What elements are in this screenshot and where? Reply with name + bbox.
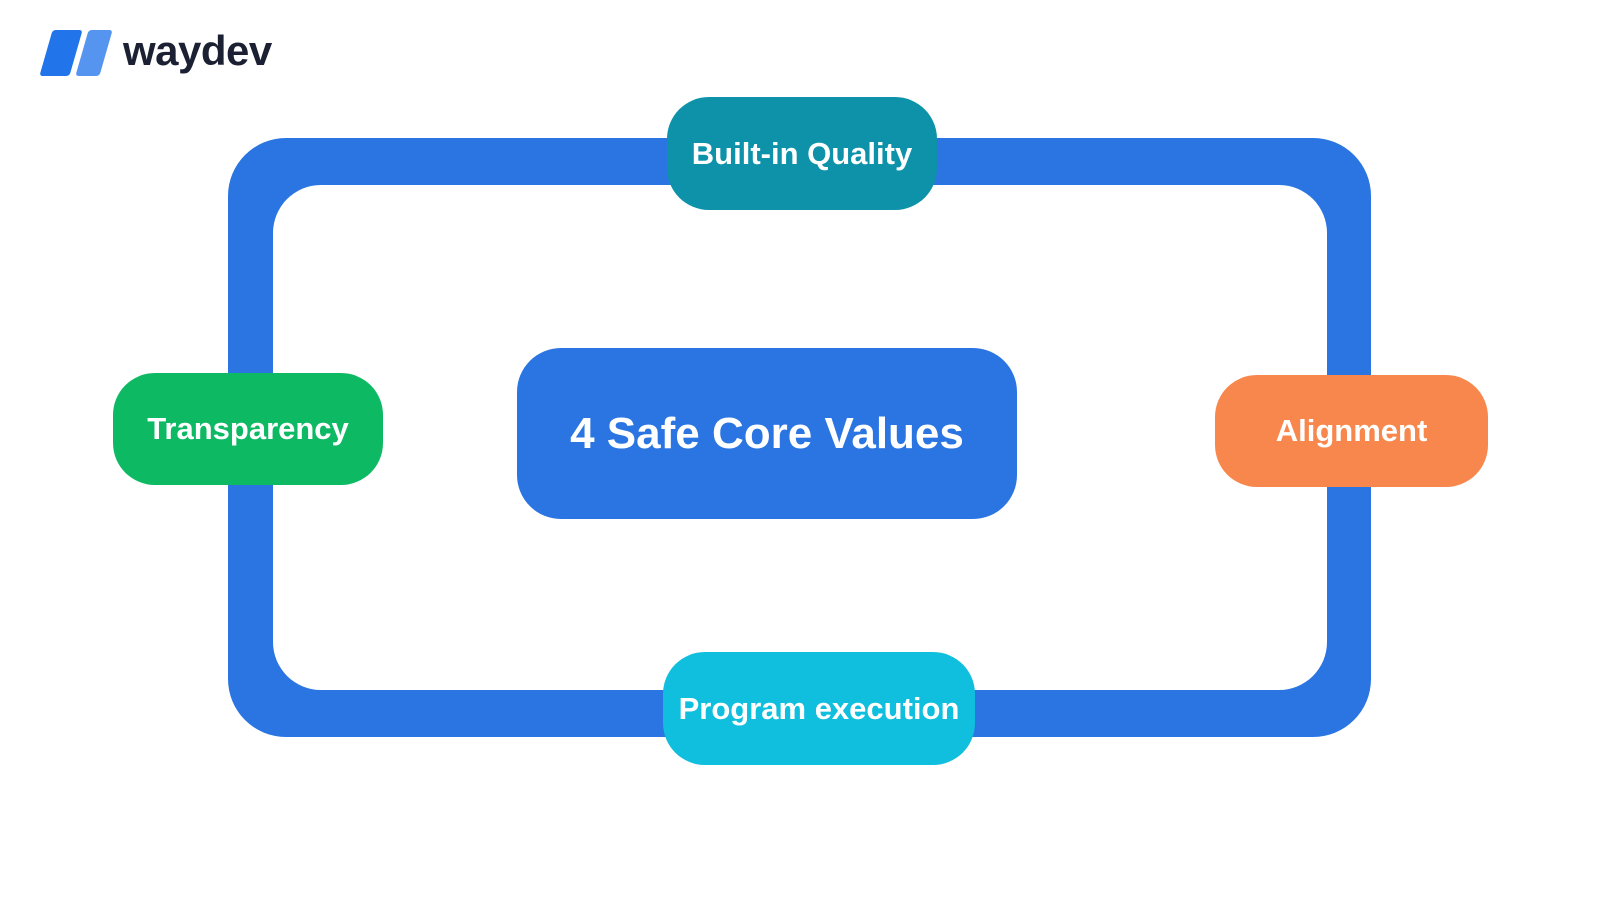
node-4-safe-core-values: 4 Safe Core Values: [517, 348, 1017, 519]
waydev-logo-icon: [36, 30, 113, 76]
node-transparency: Transparency: [113, 373, 383, 485]
waydev-logo: waydev: [36, 30, 272, 76]
node-built-in-quality-label: Built-in Quality: [691, 135, 913, 171]
node-program-execution: Program execution: [663, 652, 975, 765]
node-built-in-quality: Built-in Quality: [667, 97, 937, 210]
node-alignment: Alignment: [1215, 375, 1488, 487]
center-title: 4 Safe Core Values: [570, 408, 964, 458]
waydev-logo-text: waydev: [123, 27, 272, 74]
node-alignment-label: Alignment: [1275, 413, 1428, 448]
logo-slash-right-icon: [75, 30, 113, 76]
node-program-execution-label: Program execution: [678, 690, 960, 726]
node-transparency-label: Transparency: [147, 411, 349, 446]
